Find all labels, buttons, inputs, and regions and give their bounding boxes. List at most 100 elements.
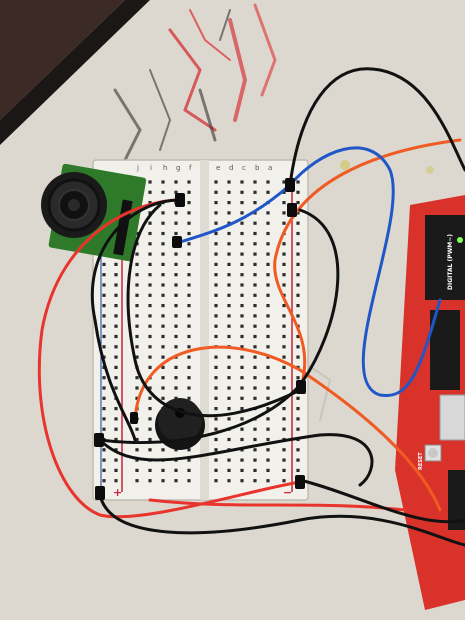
breadboard-hole bbox=[135, 283, 139, 287]
breadboard-hole bbox=[282, 407, 286, 411]
breadboard-hole bbox=[148, 273, 152, 277]
breadboard-hole bbox=[102, 417, 106, 421]
breadboard-hole bbox=[240, 334, 244, 339]
breadboard-hole bbox=[214, 355, 218, 359]
breadboard-hole bbox=[227, 211, 231, 215]
breadboard-hole bbox=[282, 427, 286, 431]
breadboard-hole bbox=[240, 417, 244, 421]
breadboard-hole bbox=[240, 262, 244, 266]
breadboard-hole bbox=[214, 407, 218, 411]
breadboard-hole bbox=[227, 201, 231, 205]
breadboard-hole bbox=[253, 293, 257, 297]
breadboard-hole bbox=[296, 252, 300, 256]
breadboard-hole bbox=[282, 479, 286, 483]
breadboard-hole bbox=[253, 396, 257, 400]
breadboard-hole bbox=[214, 293, 218, 297]
breadboard-hole bbox=[174, 262, 178, 266]
breadboard-hole bbox=[240, 386, 244, 390]
breadboard-hole bbox=[253, 334, 257, 339]
breadboard-hole bbox=[135, 345, 139, 349]
breadboard-hole bbox=[266, 293, 270, 297]
breadboard-hole bbox=[187, 468, 191, 472]
breadboard-hole bbox=[253, 242, 257, 246]
breadboard-hole bbox=[187, 262, 191, 266]
breadboard-hole bbox=[253, 262, 257, 266]
breadboard-hole bbox=[266, 407, 270, 411]
svg-text:c: c bbox=[242, 164, 246, 172]
breadboard-hole bbox=[240, 365, 244, 369]
breadboard-hole bbox=[161, 479, 165, 483]
breadboard-hole bbox=[214, 252, 218, 256]
rail-plus-label: + bbox=[113, 486, 122, 499]
breadboard-hole bbox=[187, 365, 191, 369]
breadboard-hole bbox=[214, 221, 218, 225]
breadboard-hole bbox=[187, 304, 191, 308]
breadboard-hole bbox=[102, 396, 106, 400]
breadboard-hole bbox=[174, 314, 178, 318]
breadboard-hole bbox=[227, 304, 231, 308]
breadboard-hole bbox=[240, 180, 244, 184]
breadboard-hole bbox=[114, 355, 118, 359]
breadboard-hole bbox=[114, 334, 118, 339]
breadboard-hole bbox=[227, 293, 231, 297]
breadboard-hole bbox=[227, 376, 231, 380]
breadboard-hole bbox=[214, 365, 218, 369]
wire-plug-tips bbox=[94, 178, 306, 500]
breadboard-hole bbox=[174, 479, 178, 483]
breadboard-hole bbox=[187, 283, 191, 287]
breadboard-hole bbox=[214, 437, 218, 442]
breadboard-hole bbox=[148, 396, 152, 400]
breadboard-hole bbox=[102, 479, 106, 483]
breadboard-hole bbox=[161, 221, 165, 225]
breadboard-hole bbox=[214, 479, 218, 483]
breadboard-hole bbox=[266, 283, 270, 287]
breadboard-hole bbox=[240, 304, 244, 308]
breadboard-hole bbox=[148, 221, 152, 225]
breadboard-hole bbox=[174, 468, 178, 472]
breadboard-hole bbox=[161, 376, 165, 380]
breadboard-hole bbox=[266, 365, 270, 369]
breadboard-hole bbox=[148, 334, 152, 339]
wire-red-left-loop bbox=[37, 198, 302, 519]
breadboard-hole bbox=[214, 273, 218, 277]
breadboard-hole bbox=[282, 201, 286, 205]
breadboard-hole bbox=[102, 386, 106, 390]
breadboard-hole bbox=[266, 304, 270, 308]
breadboard-hole bbox=[114, 417, 118, 421]
breadboard-hole bbox=[174, 283, 178, 287]
breadboard-hole bbox=[282, 211, 286, 215]
breadboard-hole bbox=[114, 479, 118, 483]
breadboard-hole bbox=[282, 386, 286, 390]
breadboard-hole bbox=[296, 314, 300, 318]
breadboard-hole bbox=[187, 479, 191, 483]
breadboard-hole bbox=[253, 231, 257, 236]
breadboard-hole bbox=[187, 293, 191, 297]
breadboard-hole bbox=[296, 427, 300, 431]
breadboard-hole bbox=[102, 407, 106, 411]
breadboard-hole bbox=[296, 190, 300, 194]
arduino-chip bbox=[439, 394, 465, 441]
breadboard-hole bbox=[282, 190, 286, 194]
breadboard-hole bbox=[296, 448, 300, 452]
breadboard-hole bbox=[148, 417, 152, 421]
breadboard-hole bbox=[135, 396, 139, 400]
breadboard-hole bbox=[282, 376, 286, 380]
breadboard-hole bbox=[161, 283, 165, 287]
breadboard-hole bbox=[227, 231, 231, 236]
breadboard-hole bbox=[240, 324, 244, 328]
breadboard-hole bbox=[214, 242, 218, 246]
breadboard-hole bbox=[240, 283, 244, 287]
breadboard-hole bbox=[187, 180, 191, 184]
breadboard-hole bbox=[266, 376, 270, 380]
wires bbox=[37, 67, 465, 547]
breadboard-hole bbox=[227, 479, 231, 483]
breadboard-hole bbox=[214, 262, 218, 266]
breadboard-hole bbox=[135, 293, 139, 297]
svg-text:e: e bbox=[216, 164, 220, 172]
breadboard-hole bbox=[135, 479, 139, 483]
breadboard-hole bbox=[240, 396, 244, 400]
breadboard-hole bbox=[227, 334, 231, 339]
breadboard-hole bbox=[266, 458, 270, 462]
breadboard-hole bbox=[227, 283, 231, 287]
breadboard-hole bbox=[214, 314, 218, 318]
